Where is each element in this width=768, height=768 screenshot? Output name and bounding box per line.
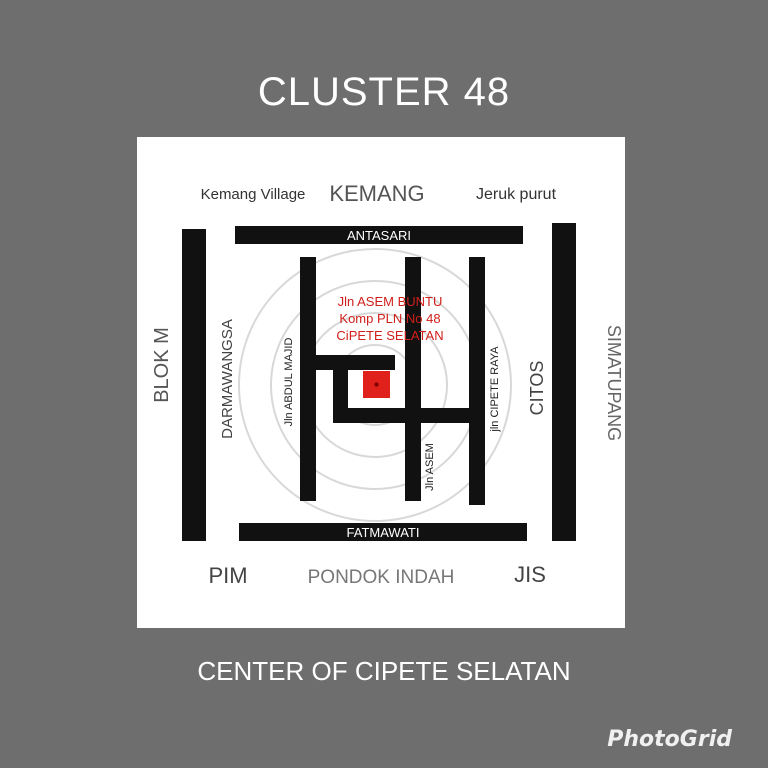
photogrid-watermark: PhotoGrid — [607, 727, 732, 752]
property-marker-dot — [374, 382, 379, 387]
label-antasari: ANTASARI — [347, 228, 411, 243]
address-line-2: Komp PLN No 48 — [339, 311, 440, 326]
label-simatupang: SIMATUPANG — [604, 325, 624, 441]
label-jeruk-purut: Jeruk purut — [476, 186, 557, 203]
label-asem: Jln ASEM — [424, 443, 436, 491]
label-jis: JIS — [514, 562, 546, 587]
label-darmawangsa: DARMAWANGSA — [219, 319, 236, 439]
label-kemang: KEMANG — [329, 181, 424, 206]
road-asem-buntu-vertical — [333, 367, 348, 413]
address-line-3: CiPETE SELATAN — [336, 328, 443, 343]
page-title: CLUSTER 48 — [257, 70, 511, 114]
road-abdul-majid — [300, 257, 316, 501]
road-fatmawati — [239, 523, 527, 541]
road-cipete-raya — [469, 257, 485, 505]
map-caption: CENTER OF CIPETE SELATAN — [197, 656, 571, 686]
ring-4 — [238, 248, 512, 522]
road-simatupang — [552, 223, 576, 541]
label-fatmawati: FATMAWATI — [347, 525, 420, 540]
label-citos: CITOS — [527, 361, 547, 416]
road-asem-buntu-top — [313, 355, 395, 370]
road-asem — [405, 257, 421, 501]
label-abdul-majid: Jln ABDUL MAJID — [283, 338, 295, 427]
label-cipete-raya: jln CIPETE RAYA — [489, 346, 501, 433]
location-map: ANTASARI FATMAWATI Jln ABDUL MAJID Jln A… — [137, 137, 625, 628]
road-antasari — [235, 226, 523, 244]
address-line-1: Jln ASEM BUNTU — [338, 294, 443, 309]
address-block: Jln ASEM BUNTU Komp PLN No 48 CiPETE SEL… — [336, 294, 443, 343]
label-blok-m: BLOK M — [151, 327, 173, 403]
label-kemang-village: Kemang Village — [201, 186, 306, 203]
road-connector — [333, 408, 479, 423]
map-canvas: ANTASARI FATMAWATI Jln ABDUL MAJID Jln A… — [151, 181, 624, 588]
label-pondok-indah: PONDOK INDAH — [308, 567, 455, 588]
label-pim: PIM — [208, 563, 247, 588]
road-blok-m — [182, 229, 206, 541]
